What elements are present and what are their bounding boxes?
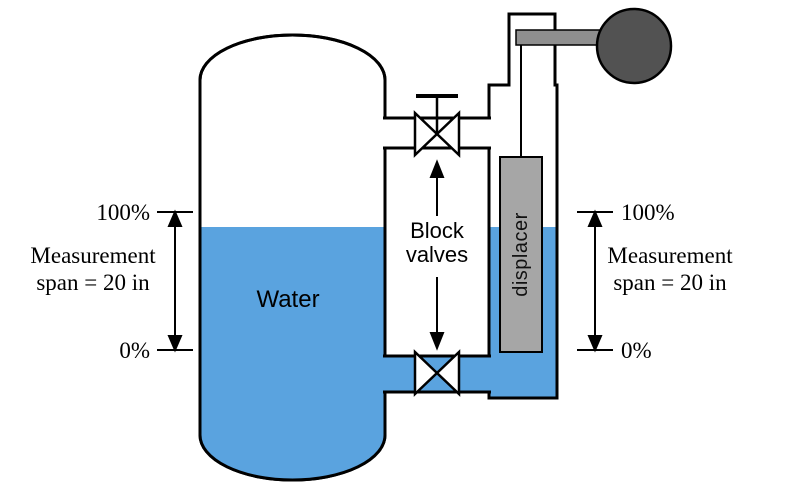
right-span-dimension [577, 209, 613, 353]
right-measurement-label: Measurement [607, 243, 733, 268]
left-measurement-label: Measurement [30, 243, 156, 268]
neck-interior [510, 13, 554, 87]
block-valves-label-line1: Block [410, 218, 464, 243]
displacer-body [499, 156, 543, 353]
left-0-label: 0% [119, 338, 150, 363]
left-up-arrowhead [167, 209, 183, 227]
right-100-label: 100% [621, 200, 675, 225]
left-100-label: 100% [96, 200, 150, 225]
right-0-label: 0% [621, 338, 652, 363]
right-span-label: span = 20 in [613, 270, 727, 295]
displacer-label: displacer [509, 212, 532, 297]
top-block-valve [413, 94, 461, 158]
torque-bar [515, 29, 605, 46]
tank-outline [198, 33, 387, 482]
left-span-dimension [157, 209, 193, 353]
left-span-label: span = 20 in [36, 270, 150, 295]
left-down-arrowhead [167, 335, 183, 353]
up-pointer-arrowhead [429, 159, 445, 178]
block-valves-label-line2: valves [405, 242, 469, 267]
right-up-arrowhead [587, 209, 603, 227]
right-down-arrowhead [587, 335, 603, 353]
tank-water [200, 227, 385, 480]
instrument-neck [507, 12, 557, 85]
block-valves-arrows [429, 159, 445, 351]
bottom-block-valve [413, 349, 461, 397]
transmitter-head [595, 7, 673, 85]
down-pointer-arrowhead [429, 332, 445, 351]
water-label: Water [256, 286, 320, 313]
bottom-pipe [383, 354, 491, 394]
